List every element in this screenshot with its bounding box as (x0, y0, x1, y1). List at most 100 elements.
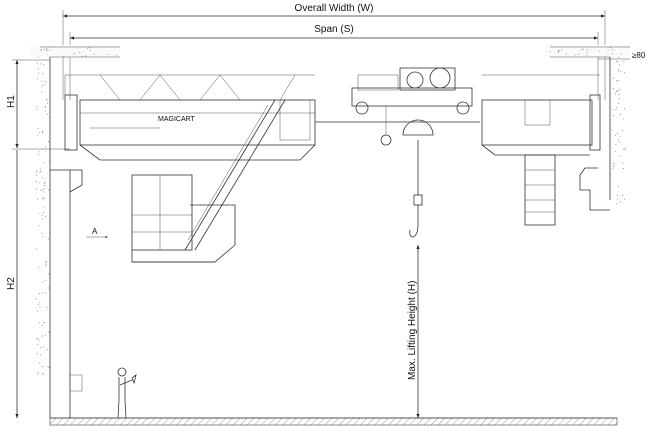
concrete-speck (617, 57, 619, 59)
concrete-speck (43, 162, 45, 164)
h2-label: H2 (6, 277, 17, 290)
concrete-speck (45, 279, 47, 281)
concrete-speck (565, 53, 567, 55)
concrete-speck (44, 181, 46, 183)
concrete-speck (45, 261, 47, 263)
concrete-speck (37, 72, 39, 74)
operator-figure (117, 367, 137, 419)
concrete-speck (38, 151, 40, 153)
concrete-speck (622, 162, 624, 164)
concrete-speck (612, 88, 614, 90)
concrete-speck (45, 292, 47, 294)
concrete-speck (36, 63, 38, 65)
concrete-speck (614, 150, 616, 152)
concrete-speck (624, 72, 626, 74)
concrete-speck (619, 88, 621, 90)
concrete-speck (41, 232, 43, 234)
concrete-speck (46, 50, 48, 52)
bridge-girder-right (481, 74, 601, 226)
concrete-speck (44, 146, 46, 148)
span-label: Span (S) (314, 24, 353, 35)
concrete-speck (46, 349, 48, 351)
concrete-speck (37, 310, 39, 312)
concrete-speck (618, 135, 620, 137)
concrete-speck (613, 165, 615, 167)
concrete-speck (624, 147, 626, 149)
concrete-speck (42, 281, 44, 283)
concrete-speck (586, 49, 588, 51)
concrete-speck (614, 93, 616, 95)
concrete-speck (43, 183, 45, 185)
concrete-speck (42, 235, 44, 237)
concrete-speck (616, 106, 618, 108)
concrete-speck (617, 79, 619, 81)
concrete-speck (44, 49, 46, 51)
concrete-speck (36, 373, 38, 375)
concrete-speck (41, 335, 43, 337)
concrete-speck (616, 194, 618, 196)
concrete-speck (43, 187, 45, 189)
concrete-speck (94, 53, 96, 55)
concrete-speck (38, 322, 40, 324)
concrete-speck (574, 54, 576, 56)
concrete-speck (607, 49, 609, 51)
concrete-speck (36, 78, 38, 80)
concrete-speck (44, 216, 46, 218)
concrete-speck (611, 53, 613, 55)
concrete-speck (49, 234, 51, 236)
concrete-speck (623, 167, 625, 169)
concrete-speck (42, 191, 44, 193)
concrete-speck (38, 153, 40, 155)
concrete-speck (612, 167, 614, 169)
concrete-speck (43, 64, 45, 66)
concrete-speck (621, 130, 623, 132)
concrete-speck (35, 180, 37, 182)
concrete-speck (622, 148, 624, 150)
operator-cabin (131, 99, 286, 263)
concrete-speck (47, 103, 49, 105)
concrete-speck (41, 215, 43, 217)
concrete-speck (39, 212, 41, 214)
concrete-speck (46, 100, 48, 102)
concrete-speck (41, 91, 43, 93)
access-ladder (524, 154, 556, 226)
concrete-speck (619, 141, 621, 143)
concrete-speck (618, 70, 620, 72)
concrete-speck (42, 132, 44, 134)
concrete-speck (581, 49, 583, 51)
concrete-speck (613, 115, 615, 117)
concrete-speck (42, 198, 44, 200)
concrete-speck (38, 339, 40, 341)
brand-logo: MAGICART (158, 116, 196, 123)
concrete-texture (35, 46, 626, 375)
concrete-speck (623, 60, 625, 62)
concrete-speck (610, 47, 612, 49)
concrete-speck (622, 195, 624, 197)
concrete-speck (35, 171, 37, 173)
concrete-speck (617, 139, 619, 141)
concrete-speck (40, 168, 42, 170)
concrete-speck (45, 98, 47, 100)
concrete-speck (40, 170, 42, 172)
concrete-speck (616, 203, 618, 205)
concrete-speck (47, 366, 49, 368)
concrete-speck (619, 201, 621, 203)
concrete-speck (87, 47, 89, 49)
concrete-speck (79, 51, 81, 53)
concrete-speck (106, 56, 108, 58)
concrete-speck (586, 55, 588, 57)
concrete-speck (44, 321, 46, 323)
floor (49, 417, 618, 426)
concrete-speck (41, 197, 43, 199)
overall-width-dimension: Overall Width (W) (62, 3, 606, 100)
concrete-speck (624, 149, 626, 151)
concrete-speck (616, 60, 618, 62)
span-dimension: Span (S) (69, 24, 599, 100)
concrete-speck (36, 352, 38, 354)
concrete-speck (39, 306, 41, 308)
concrete-speck (43, 346, 45, 348)
height-dimensions: H1 H2 (6, 59, 70, 418)
concrete-speck (39, 171, 41, 173)
